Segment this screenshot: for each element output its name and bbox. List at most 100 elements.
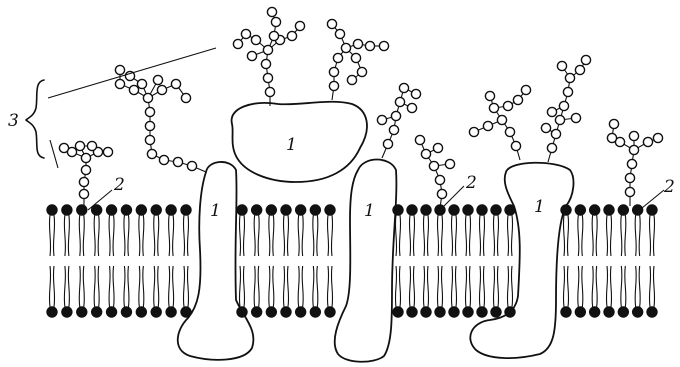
lipid-tail — [298, 266, 303, 307]
sugar-residue — [81, 153, 90, 162]
lipid-head — [491, 307, 501, 317]
lipid-head — [106, 205, 116, 215]
lipid-tail — [169, 266, 174, 307]
lipid-tail — [298, 215, 303, 256]
sugar-residue — [485, 91, 494, 100]
sugar-residue — [129, 85, 138, 94]
lipid-head — [136, 307, 146, 317]
sugar-residue — [469, 127, 478, 136]
lipid-tail — [578, 215, 583, 256]
label-protein-peripheral: 1 — [286, 135, 297, 155]
lipid-tail — [493, 215, 498, 256]
lipid-tail — [621, 266, 626, 307]
sugar-residue — [329, 67, 338, 76]
sugar-residue — [627, 159, 636, 168]
lipid-tail — [269, 266, 274, 307]
lipid-head — [166, 205, 176, 215]
protein-transmembrane-1 — [178, 162, 254, 360]
sugar-residue — [407, 103, 416, 112]
lipid-head — [310, 307, 320, 317]
lipid-head — [393, 205, 403, 215]
sugar-residue — [351, 53, 360, 62]
lipid-tail — [109, 266, 114, 307]
sugar-residue — [643, 137, 652, 146]
lipid-tail — [183, 215, 188, 256]
lipid-tail — [606, 215, 611, 256]
lipid-head — [463, 307, 473, 317]
sugar-residue — [411, 89, 420, 98]
sugar-residue — [251, 35, 260, 44]
label-glycolipid-2: 2 — [465, 173, 477, 193]
sugar-residue — [75, 141, 84, 150]
lipid-head — [181, 307, 191, 317]
sugar-residue — [503, 101, 512, 110]
lipid-head — [421, 205, 431, 215]
sugar-residue — [607, 133, 616, 142]
lipid-tail — [183, 266, 188, 307]
sugar-residue — [59, 143, 68, 152]
sugar-residue — [513, 95, 522, 104]
lipid-tail — [423, 266, 428, 307]
bilayer-segment — [393, 205, 515, 317]
lipid-head — [632, 307, 642, 317]
sugar-residue — [571, 113, 580, 122]
sugar-residue — [115, 79, 124, 88]
sugar-residue — [389, 125, 398, 134]
sugar-residue — [433, 143, 442, 152]
sugar-residue — [581, 55, 590, 64]
lipid-tail — [169, 215, 174, 256]
sugar-residue — [79, 189, 88, 198]
sugar-residue — [145, 135, 154, 144]
label-glycolipid-1: 2 — [113, 175, 125, 195]
sugar-residue — [575, 65, 584, 74]
sugar-residue — [547, 107, 556, 116]
sugar-residue — [333, 53, 342, 62]
sugar-residue — [295, 21, 304, 30]
sugar-residue — [147, 149, 156, 158]
lipid-tail — [94, 215, 99, 256]
lipid-tail — [254, 215, 259, 256]
sugar-residue — [429, 161, 438, 170]
lipid-head — [166, 307, 176, 317]
lipid-head — [477, 205, 487, 215]
lipid-head — [505, 205, 515, 215]
sugar-residue — [329, 81, 338, 90]
lipid-tail — [563, 266, 568, 307]
lipid-tail — [395, 266, 400, 307]
sugar-residue — [357, 67, 366, 76]
lipid-head — [325, 205, 335, 215]
sugar-residue — [157, 85, 166, 94]
bracket-pointer-bottom — [50, 140, 58, 168]
lipid-tail — [621, 215, 626, 256]
glycan-glycolipid-3 — [607, 119, 662, 206]
sugar-residue — [171, 79, 180, 88]
lipid-head — [575, 307, 585, 317]
sugar-residue — [153, 75, 162, 84]
lipid-head — [477, 307, 487, 317]
sugar-residue — [609, 119, 618, 128]
lipid-tail — [409, 215, 414, 256]
lipid-head — [266, 205, 276, 215]
protein-transmembrane-2 — [335, 160, 397, 362]
lipid-head — [421, 307, 431, 317]
sugar-residue — [399, 83, 408, 92]
lipid-head — [266, 307, 276, 317]
protein-peripheral — [232, 102, 367, 182]
sugar-residue — [173, 157, 182, 166]
lipid-head — [77, 307, 87, 317]
sugar-residue — [263, 73, 272, 82]
lipid-head — [491, 205, 501, 215]
sugar-residue — [629, 145, 638, 154]
lipid-head — [121, 307, 131, 317]
lipid-head — [435, 307, 445, 317]
lipid-head — [77, 205, 87, 215]
bilayer-segment — [47, 205, 191, 317]
sugar-residue — [547, 143, 556, 152]
lipid-head — [237, 205, 247, 215]
sugar-residue — [79, 177, 88, 186]
lipid-head — [181, 205, 191, 215]
sugar-residue — [483, 121, 492, 130]
lipid-head — [106, 307, 116, 317]
label-glycocalyx: 3 — [8, 111, 19, 131]
lipid-tail — [409, 266, 414, 307]
